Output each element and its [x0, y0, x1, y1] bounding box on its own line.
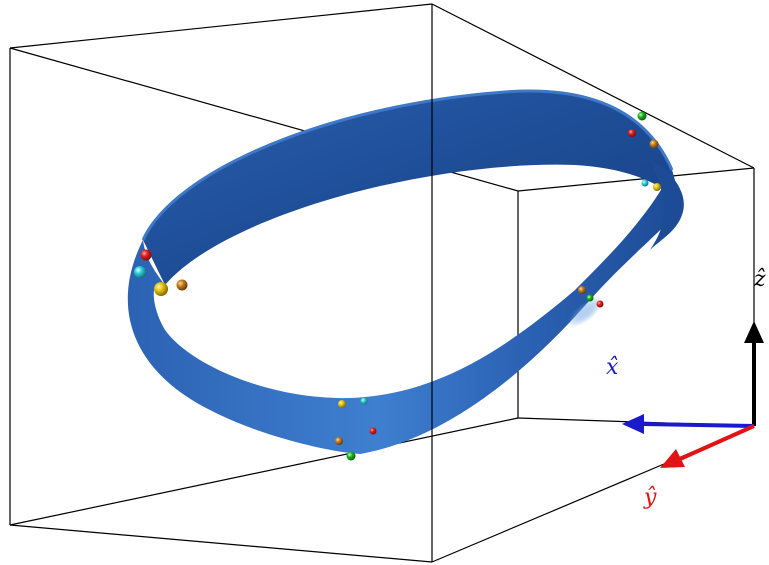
box-edge	[517, 167, 755, 192]
marker-sphere-red	[628, 129, 636, 137]
y-axis-label: ŷ	[643, 485, 657, 510]
marker-sphere-gold	[338, 400, 346, 408]
marker-sphere-red	[596, 300, 604, 308]
marker-sphere-orange	[335, 437, 343, 445]
ribbon-highlight	[566, 296, 604, 328]
ribbon-twist	[650, 160, 684, 250]
ribbon	[127, 89, 684, 454]
z-axis-arrowhead	[744, 321, 764, 343]
x-axis-arrowhead	[622, 414, 644, 434]
marker-sphere-cyan	[360, 397, 368, 405]
x-axis-arrow	[642, 422, 755, 428]
marker-sphere-red	[140, 249, 152, 261]
box-edge	[9, 417, 519, 526]
marker-sphere-red	[369, 427, 377, 435]
markers	[134, 111, 661, 461]
axis-triad: ẑ x̂ ŷ	[606, 267, 766, 510]
marker-sphere-cyan	[641, 179, 649, 187]
marker-sphere-gold	[154, 282, 168, 296]
y-axis-arrowhead	[660, 449, 685, 468]
ribbon-inner-surface	[143, 91, 682, 285]
marker-sphere-gold	[653, 183, 661, 191]
marker-sphere-green	[637, 111, 647, 121]
y-axis-arrow	[679, 424, 755, 461]
box-edge	[431, 3, 755, 169]
marker-sphere-cyan	[134, 266, 146, 278]
box-edge	[9, 3, 433, 49]
x-axis-label: x̂	[606, 355, 619, 380]
marker-sphere-green	[586, 294, 594, 302]
ribbon-top-edge	[141, 89, 674, 241]
box-edge	[9, 524, 433, 563]
marker-sphere-orange	[649, 139, 659, 149]
marker-sphere-orange	[176, 279, 188, 291]
marker-sphere-green	[346, 451, 356, 461]
z-axis-label: ẑ	[753, 267, 766, 292]
marker-sphere-orange	[578, 286, 586, 294]
ribbon-outer-surface	[127, 170, 683, 454]
bounding-box-front	[9, 3, 755, 563]
